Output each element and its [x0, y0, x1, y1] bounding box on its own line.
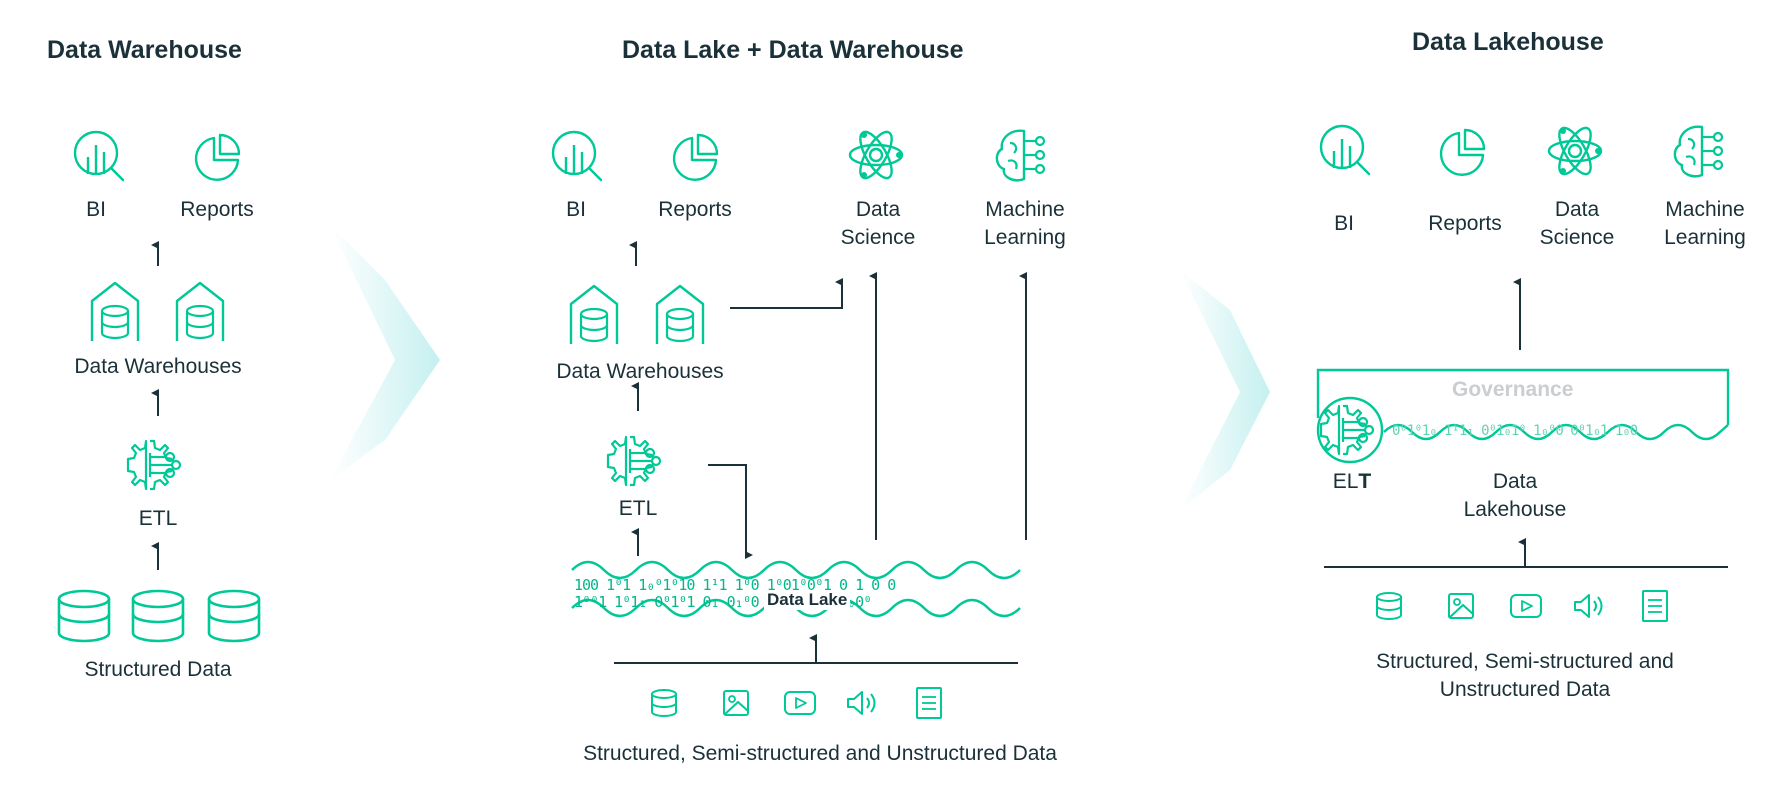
database-icon [651, 689, 677, 717]
data-science-atom-icon [848, 126, 904, 184]
arrow [730, 278, 843, 309]
label-sources: Structured, Semi-structured and Unstruct… [583, 742, 1057, 765]
document-icon [916, 687, 942, 719]
label-data-science: Data Science [840, 198, 916, 249]
image-icon [1448, 593, 1474, 619]
reports-pie-icon [194, 133, 241, 181]
label-data-warehouses: Data Warehouses [74, 355, 242, 378]
arrow [708, 464, 753, 559]
database-icon [1376, 592, 1402, 620]
title-data-warehouse: Data Warehouse [47, 36, 242, 64]
label-data-lake: Data Lake [764, 590, 851, 610]
database-icon [131, 589, 185, 643]
audio-icon [847, 691, 876, 715]
warehouse-icon [175, 281, 225, 343]
label-reports: Reports [180, 198, 254, 221]
reports-pie-icon [1439, 128, 1486, 176]
bi-chart-icon [1319, 124, 1371, 176]
label-bi: BI [86, 198, 106, 221]
label-governance: Governance [1452, 378, 1574, 401]
data-science-atom-icon [1547, 122, 1603, 180]
label-machine-learning: Machine Learning [984, 198, 1066, 249]
warehouse-icon [569, 284, 619, 346]
label-reports: Reports [1428, 212, 1502, 235]
label-bi: BI [566, 198, 586, 221]
label-reports: Reports [658, 198, 732, 221]
title-data-lakehouse: Data Lakehouse [1412, 28, 1604, 56]
binary-stream: 0⁰1⁰1₀ 1¹1₁ 0⁰1₀1⁰ 1₀⁰0 0⁰1₀1 1₀0 [1392, 423, 1638, 439]
machine-learning-brain-icon [995, 129, 1046, 182]
chevron-separator-2 [1180, 270, 1270, 510]
video-icon [784, 691, 816, 715]
document-icon [1642, 590, 1668, 622]
label-machine-learning: Machine Learning [1664, 198, 1746, 249]
label-structured-data: Structured Data [84, 658, 232, 681]
label-data-science: Data Science [1539, 198, 1615, 249]
title-data-lake-warehouse: Data Lake + Data Warehouse [622, 36, 964, 64]
warehouse-icon [655, 284, 705, 346]
data-lake-wave [571, 560, 1021, 580]
governance-frame [1316, 368, 1730, 425]
bi-chart-icon [551, 130, 603, 182]
machine-learning-brain-icon [1673, 125, 1724, 178]
binary-stream: 100 1⁰1 1₀⁰1⁰10 1¹1 1⁰0 1⁰01⁰0⁰1 0 1 0 0 [574, 576, 896, 594]
reports-pie-icon [672, 133, 719, 181]
label-etl: ETL [618, 497, 658, 520]
chevron-separator-1 [330, 225, 440, 480]
label-etl: ETL [138, 507, 178, 530]
label-data-warehouses: Data Warehouses [556, 360, 724, 383]
label-data-lakehouse: Data Lakehouse [1463, 470, 1567, 521]
warehouse-icon [90, 281, 140, 343]
etl-gear-icon [606, 435, 662, 487]
bi-chart-icon [73, 130, 125, 182]
lakehouse-wave [1383, 423, 1729, 441]
label-elt: ELT [1332, 470, 1372, 493]
image-icon [723, 690, 749, 716]
label-sources: Structured, Semi-structured and Unstruct… [1376, 650, 1674, 701]
database-icon [57, 589, 111, 643]
video-icon [1510, 594, 1542, 618]
audio-icon [1574, 594, 1603, 618]
database-icon [207, 589, 261, 643]
etl-gear-icon [126, 439, 182, 491]
label-bi: BI [1334, 212, 1354, 235]
